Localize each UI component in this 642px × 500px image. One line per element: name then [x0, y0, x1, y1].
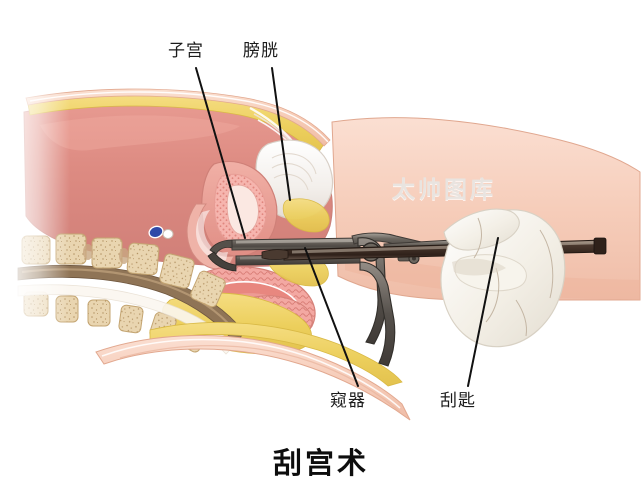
- intervertebral-discs: [83, 244, 129, 264]
- gluteal-fat: [149, 322, 403, 387]
- label-uterus: 子宫: [168, 41, 204, 60]
- abdominal-skin-line: [29, 91, 329, 143]
- gluteal-skin-contour: [101, 338, 401, 409]
- speculum-tip-lower: [207, 251, 237, 272]
- left-fade-mask: [0, 80, 70, 380]
- leader-line-speculum: [304, 247, 359, 387]
- bladder-inner-folds: [271, 153, 317, 191]
- blood-vessel-lumen: [162, 229, 174, 239]
- curette-handle-end: [593, 237, 607, 255]
- figure-title: 刮宫术: [272, 448, 369, 480]
- gluteal-skin: [95, 335, 411, 421]
- speculum-upper-blade-shine: [236, 239, 358, 244]
- leader-line-curette: [467, 237, 499, 387]
- label-bladder: 膀胱: [243, 41, 279, 60]
- label-speculum: 窥器: [330, 391, 366, 410]
- leader-line-bladder: [271, 67, 291, 201]
- curette-tip: [261, 249, 289, 260]
- gloved-hand: [440, 208, 566, 348]
- vaginal-canal-lumen: [196, 210, 228, 261]
- instruments-group: [207, 208, 607, 367]
- leader-line-uterus: [195, 67, 246, 239]
- leader-lines: [195, 67, 499, 387]
- glove-creases: [473, 217, 554, 337]
- blood-vessel: [148, 225, 164, 239]
- label-curette: 刮匙: [440, 391, 476, 410]
- gluteal-crease: [119, 345, 401, 413]
- pelvic-fat-anterior: [282, 198, 330, 233]
- abdominal-muscle-highlight: [40, 115, 240, 151]
- speculum-lower-arm: [359, 261, 396, 367]
- speculum-tip-upper: [209, 239, 233, 255]
